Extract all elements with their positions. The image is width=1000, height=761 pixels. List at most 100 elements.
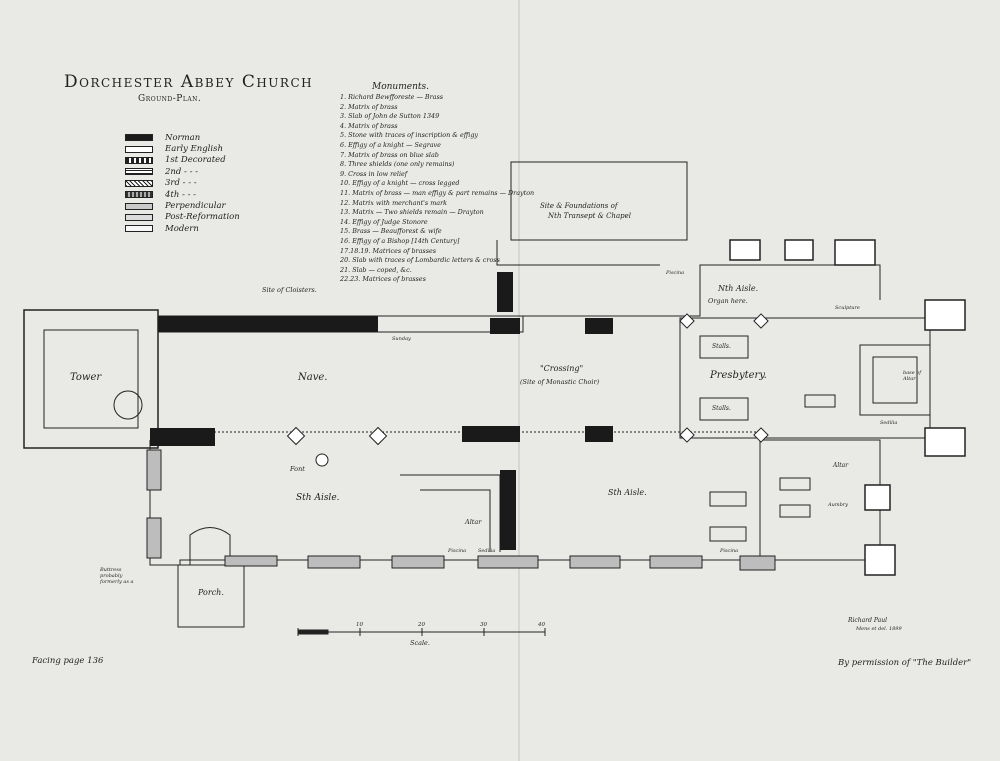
monument-item: 17.18.19. Matrices of brasses — [340, 246, 437, 255]
label-altar-base: base of Altar — [903, 370, 922, 382]
scale-segment — [297, 629, 329, 635]
aisle-buttress — [569, 555, 621, 569]
footer-page-note: Facing page 136 — [32, 656, 104, 666]
legend-swatch — [125, 156, 153, 164]
legend-row: 1st Decorated — [125, 155, 240, 166]
transept-site-outline — [510, 161, 688, 241]
buttress — [729, 239, 761, 261]
label-altar: Altar — [465, 518, 482, 526]
altar-screen-inner — [420, 489, 491, 552]
label-font: Font — [290, 465, 305, 473]
signature-line-1: Richard Paul — [848, 617, 887, 624]
pier — [585, 318, 613, 334]
legend: Norman Early English 1st Decorated 2nd -… — [125, 132, 240, 235]
north-aisle-wall — [520, 264, 881, 317]
label-crossing: "Crossing" — [540, 364, 584, 373]
label-sculpture: Sculpture — [835, 305, 860, 311]
monument-item: 11. Matrix of brass — man effigy & part … — [340, 188, 535, 197]
stalls-south — [699, 397, 749, 421]
legend-row: 4th - - - — [125, 189, 240, 200]
label-crossing-sub: (Site of Monastic Choir) — [520, 378, 600, 386]
east-end — [859, 344, 931, 416]
legend-label: 2nd - - - — [165, 166, 199, 177]
pier — [585, 426, 613, 442]
legend-swatch — [125, 168, 153, 176]
legend-swatch — [125, 213, 153, 221]
aisle-wall-segment — [146, 449, 162, 491]
pier-base — [286, 426, 306, 446]
legend-swatch — [125, 225, 153, 233]
pier — [462, 426, 520, 442]
legend-label: 3rd - - - — [165, 178, 197, 189]
legend-row: Post-Reformation — [125, 212, 240, 223]
scale-tick-label: 30 — [480, 622, 487, 628]
legend-label: 1st Decorated — [165, 155, 226, 166]
aisle-buttress — [307, 555, 361, 569]
legend-row: Early English — [125, 143, 240, 154]
label-stalls-north: Stalls. — [712, 343, 731, 350]
aisle-buttress — [391, 555, 445, 569]
tower-inner — [43, 329, 139, 429]
label-sedilia-2: Sedilia — [880, 420, 898, 426]
label-organ: Organ here. — [708, 297, 748, 305]
tomb — [779, 477, 811, 491]
legend-label: Perpendicular — [165, 201, 226, 212]
legend-label: 4th - - - — [165, 189, 197, 200]
porch-outline — [177, 564, 245, 628]
monument-item: 4. Matrix of brass — [340, 121, 398, 130]
scale-tick-label: 40 — [538, 622, 545, 628]
monuments-list: Monuments. 1. Richard Bewfforeste — Bras… — [340, 82, 535, 285]
pier — [490, 318, 520, 334]
legend-swatch — [125, 179, 153, 187]
buttress — [924, 427, 966, 457]
pier-base — [679, 313, 695, 329]
aisle-buttress — [477, 555, 539, 569]
label-porch: Porch. — [198, 588, 224, 597]
aisle-wall-segment — [146, 517, 162, 559]
legend-label: Modern — [165, 223, 199, 234]
label-cloisters: Site of Cloisters. — [262, 286, 317, 294]
monument-item: 3. Slab of John de Sutton 1349 — [340, 112, 440, 121]
monument-item: 10. Effigy of a knight — cross legged — [340, 179, 460, 188]
pier-base — [368, 426, 388, 446]
pier-base — [679, 427, 695, 443]
label-north-aisle: Nth Aisle. — [718, 284, 759, 293]
label-piscina-2: Piscina — [666, 270, 685, 276]
monument-item: 22.23. Matrices of brasses — [340, 275, 426, 284]
buttress — [834, 239, 876, 266]
monument-item: 13. Matrix — Two shields remain — Drayto… — [340, 208, 484, 217]
norman-wall — [150, 428, 215, 446]
tomb — [804, 394, 836, 408]
monument-item: 7. Matrix of brass on blue slab — [340, 150, 439, 159]
plan-title: Dorchester Abbey Church — [64, 72, 314, 92]
label-south-aisle-west: Sth Aisle. — [296, 493, 340, 503]
crossing-wall — [500, 470, 516, 550]
label-nave: Nave. — [298, 372, 328, 383]
tomb — [709, 491, 747, 507]
monument-item: 6. Effigy of a knight — Segrave — [340, 140, 441, 149]
porch-arch — [189, 527, 231, 565]
legend-label: Post-Reformation — [165, 212, 240, 223]
label-transept-site: Site & Foundations of — [540, 202, 618, 210]
plan-subtitle: Ground-Plan. — [138, 94, 202, 104]
legend-swatch — [125, 191, 153, 199]
legend-label: Norman — [165, 132, 201, 143]
scale-tick-label: 10 — [356, 622, 363, 628]
south-chapel — [759, 439, 881, 561]
monuments-title: Monuments. — [372, 82, 429, 92]
pier-base — [753, 427, 769, 443]
altar-screen — [400, 474, 501, 552]
aisle-buttress — [224, 555, 278, 567]
monument-item: 9. Cross in low relief — [340, 169, 408, 178]
legend-label: Early English — [165, 144, 223, 155]
tower-stair — [113, 390, 143, 420]
label-altar-right: Altar — [833, 462, 849, 469]
label-piscina-3: Piscina — [720, 548, 739, 554]
buttress — [924, 299, 966, 331]
buttress — [784, 239, 814, 261]
aisle-buttress — [649, 555, 703, 569]
stalls-north — [699, 335, 749, 359]
norman-wall — [497, 272, 513, 312]
legend-swatch — [125, 134, 153, 142]
footer-credit: By permission of "The Builder" — [838, 658, 972, 668]
